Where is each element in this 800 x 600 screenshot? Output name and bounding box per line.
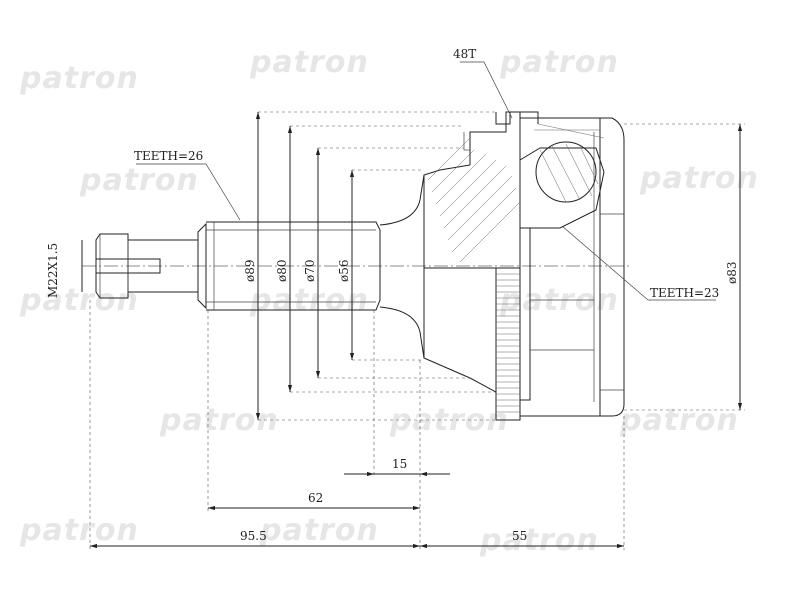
- watermark: patron: [619, 403, 739, 438]
- watermark: patron: [19, 283, 139, 318]
- dia-80-label: ø80: [275, 260, 289, 283]
- extension-lines: [89, 111, 745, 550]
- watermark: patron: [499, 45, 619, 80]
- dim-95-5-label: 95.5: [240, 529, 267, 543]
- abs-ring-top-detail: [463, 111, 539, 151]
- watermark: patron: [499, 283, 619, 318]
- watermark: patron: [249, 283, 369, 318]
- outer-housing: [423, 111, 521, 421]
- teeth-right-label: TEETH=23: [650, 286, 719, 300]
- watermark: patron: [389, 403, 509, 438]
- dim-55-label: 55: [512, 529, 527, 543]
- dia-70-label: ø70: [303, 260, 317, 283]
- watermark-group: patron patron patron patron patron patro…: [19, 45, 759, 558]
- leader-lines: [136, 61, 716, 301]
- abs-teeth-label: 48T: [453, 47, 476, 61]
- dia-89-label: ø89: [243, 260, 257, 283]
- ball-cage: [519, 117, 625, 417]
- diameter-dimensions: [81, 112, 743, 420]
- watermark: patron: [19, 61, 139, 96]
- thread-label: M22X1.5: [46, 243, 60, 298]
- dia-83-label: ø83: [725, 262, 739, 285]
- threaded-stub: [95, 222, 207, 310]
- watermark: patron: [479, 523, 599, 558]
- watermark: patron: [159, 403, 279, 438]
- watermark: patron: [259, 513, 379, 548]
- watermark: patron: [79, 163, 199, 198]
- watermark: patron: [19, 513, 139, 548]
- dia-56-label: ø56: [337, 260, 351, 283]
- watermark: patron: [249, 45, 369, 80]
- splined-shaft: [206, 164, 471, 359]
- dim-62-label: 62: [308, 491, 323, 505]
- length-dimensions: [90, 471, 624, 549]
- dim-15-label: 15: [392, 457, 407, 471]
- teeth-left-label: TEETH=26: [134, 149, 203, 163]
- watermark: patron: [639, 161, 759, 196]
